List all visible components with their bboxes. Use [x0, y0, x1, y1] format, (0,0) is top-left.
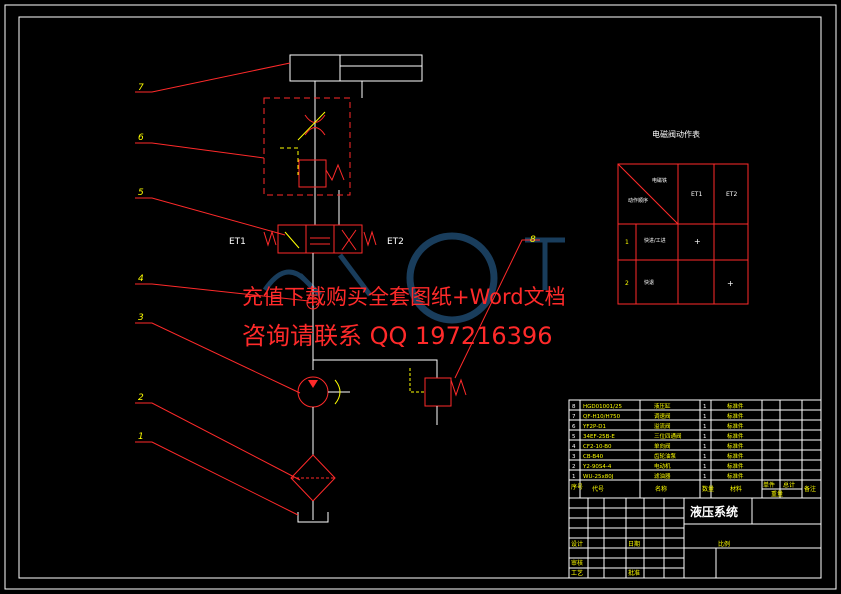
callout-3: 3 [138, 313, 144, 323]
title-block-craft: 工艺 [571, 569, 583, 577]
bom-cell-code: YF2P-D1 [582, 424, 606, 430]
callout-8: 8 [530, 235, 536, 245]
title-block-scale: 比例 [718, 540, 730, 548]
bom-header-name: 名称 [655, 485, 667, 493]
callout-4: 4 [138, 274, 144, 284]
bom-cell-no: 2 [572, 464, 576, 470]
bom-cell-qty: 1 [703, 434, 707, 440]
bom-cell-no: 5 [572, 434, 576, 440]
bom-cell-name: 三位四通阀 [654, 432, 682, 440]
cylinder-body [289, 54, 423, 82]
bom-table-grid [568, 399, 822, 499]
bom-cell-qty: 1 [703, 444, 707, 450]
action-table-col-et2: ET2 [726, 191, 737, 198]
bom-cell-name: 电动机 [654, 462, 671, 470]
bom-cell-note: 标准件 [727, 452, 744, 460]
action-table-header-col: 电磁铁 [652, 177, 667, 184]
bom-cell-code: CB-B40 [583, 454, 604, 460]
bom-cell-no: 3 [572, 454, 576, 460]
callout-2: 2 [138, 393, 144, 403]
bom-cell-name: 调速阀 [654, 412, 671, 420]
callout-1: 1 [138, 432, 144, 442]
bom-cell-qty: 1 [703, 454, 707, 460]
drawing-title: 液压系统 [690, 504, 738, 519]
bom-header-total: 总计 [783, 481, 795, 489]
action-row-1-label: 快进/工进 [644, 237, 666, 244]
bom-cell-qty: 1 [703, 474, 707, 480]
action-table-header-row: 动作顺序 [628, 197, 648, 204]
title-block-design: 设计 [571, 540, 583, 548]
bom-cell-note: 标准件 [727, 472, 744, 480]
bom-cell-qty: 1 [703, 414, 707, 420]
action-table [617, 163, 749, 305]
action-row-2-no: 2 [625, 280, 629, 287]
title-block-check: 审核 [571, 559, 583, 567]
callout-6: 6 [138, 133, 144, 143]
bom-cell-name: 滤油器 [654, 472, 671, 480]
bom-cell-code: 34EF-25B-E [583, 434, 615, 440]
bom-cell-code: Y2-90S4-4 [582, 464, 612, 470]
bom-header-no: 序号 [571, 483, 583, 491]
bom-cell-note: 标准件 [727, 462, 744, 470]
outer-border [4, 4, 837, 590]
bom-header-note: 备注 [804, 485, 816, 493]
action-row-2-label: 快退 [644, 279, 654, 286]
title-block-approve: 批准 [628, 569, 640, 577]
bom-header-material: 材料 [730, 485, 742, 493]
bom-cell-code: WU-25x80J [583, 474, 614, 480]
flow-control-box [263, 97, 351, 196]
title-block-date: 日期 [628, 540, 640, 548]
bom-cell-name: 齿轮油泵 [654, 452, 677, 460]
bom-cell-note: 标准件 [727, 402, 744, 410]
bom-cell-note: 标准件 [727, 422, 744, 430]
action-table-col-et1: ET1 [691, 191, 702, 198]
relief-valve [298, 159, 327, 188]
bom-cell-name: 溢流阀 [654, 422, 671, 430]
action-row-1-et1: + [694, 237, 701, 246]
action-row-1-no: 1 [625, 239, 629, 246]
watermark-line-2: 咨询请联系 QQ 197216396 [242, 322, 552, 350]
bom-cell-note: 标准件 [727, 432, 744, 440]
title-block-grid [568, 497, 822, 579]
bom-header-code: 代号 [592, 485, 604, 493]
bom-cell-note: 标准件 [727, 442, 744, 450]
bom-cell-no: 4 [572, 444, 576, 450]
bom-cell-no: 6 [572, 424, 576, 430]
action-table-title: 电磁阀动作表 [652, 129, 700, 139]
inner-border [18, 16, 822, 579]
bom-cell-qty: 1 [703, 424, 707, 430]
bom-cell-name: 液压缸 [654, 402, 671, 410]
bom-cell-code: QF-H10/H750 [583, 414, 621, 420]
logo-watermark [262, 232, 565, 324]
bom-cell-code: HGD01001/25 [583, 404, 622, 410]
bom-cell-name: 单向阀 [654, 442, 671, 450]
bom-cell-no: 1 [572, 474, 576, 480]
bom-cell-no: 7 [572, 414, 576, 420]
watermark-line-1: 充值下载购买全套图纸+Word文档 [242, 285, 566, 309]
bom-cell-qty: 1 [703, 404, 707, 410]
bom-cell-no: 8 [572, 404, 576, 410]
solenoid-label-et2: ET2 [387, 237, 404, 247]
bom-header-qty: 数量 [702, 485, 714, 493]
bom-header-unit: 单件 [763, 481, 775, 489]
bom-cell-code: CF2-10-B0 [583, 444, 612, 450]
action-row-2-et2: + [727, 279, 734, 288]
callout-5: 5 [138, 188, 144, 198]
callout-7: 7 [138, 83, 144, 93]
bom-cell-qty: 1 [703, 464, 707, 470]
solenoid-label-et1: ET1 [229, 237, 246, 247]
bom-header-weight: 重量 [771, 490, 783, 498]
bom-cell-note: 标准件 [727, 412, 744, 420]
